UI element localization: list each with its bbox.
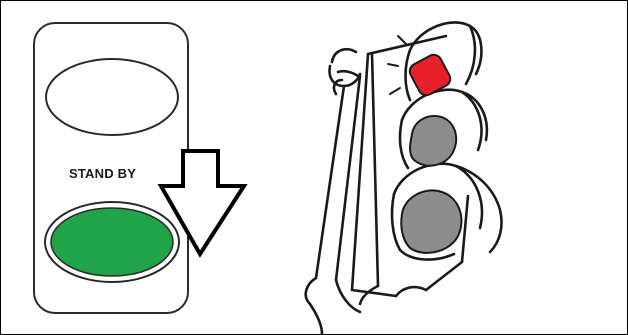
- traffic-light-icon: [306, 22, 502, 334]
- top-lamp: [46, 59, 178, 135]
- amber-signal-lamp: [410, 116, 456, 166]
- bottom-lamp: [51, 208, 173, 276]
- green-signal-lamp: [401, 190, 461, 252]
- red-signal-lamp: [407, 52, 453, 98]
